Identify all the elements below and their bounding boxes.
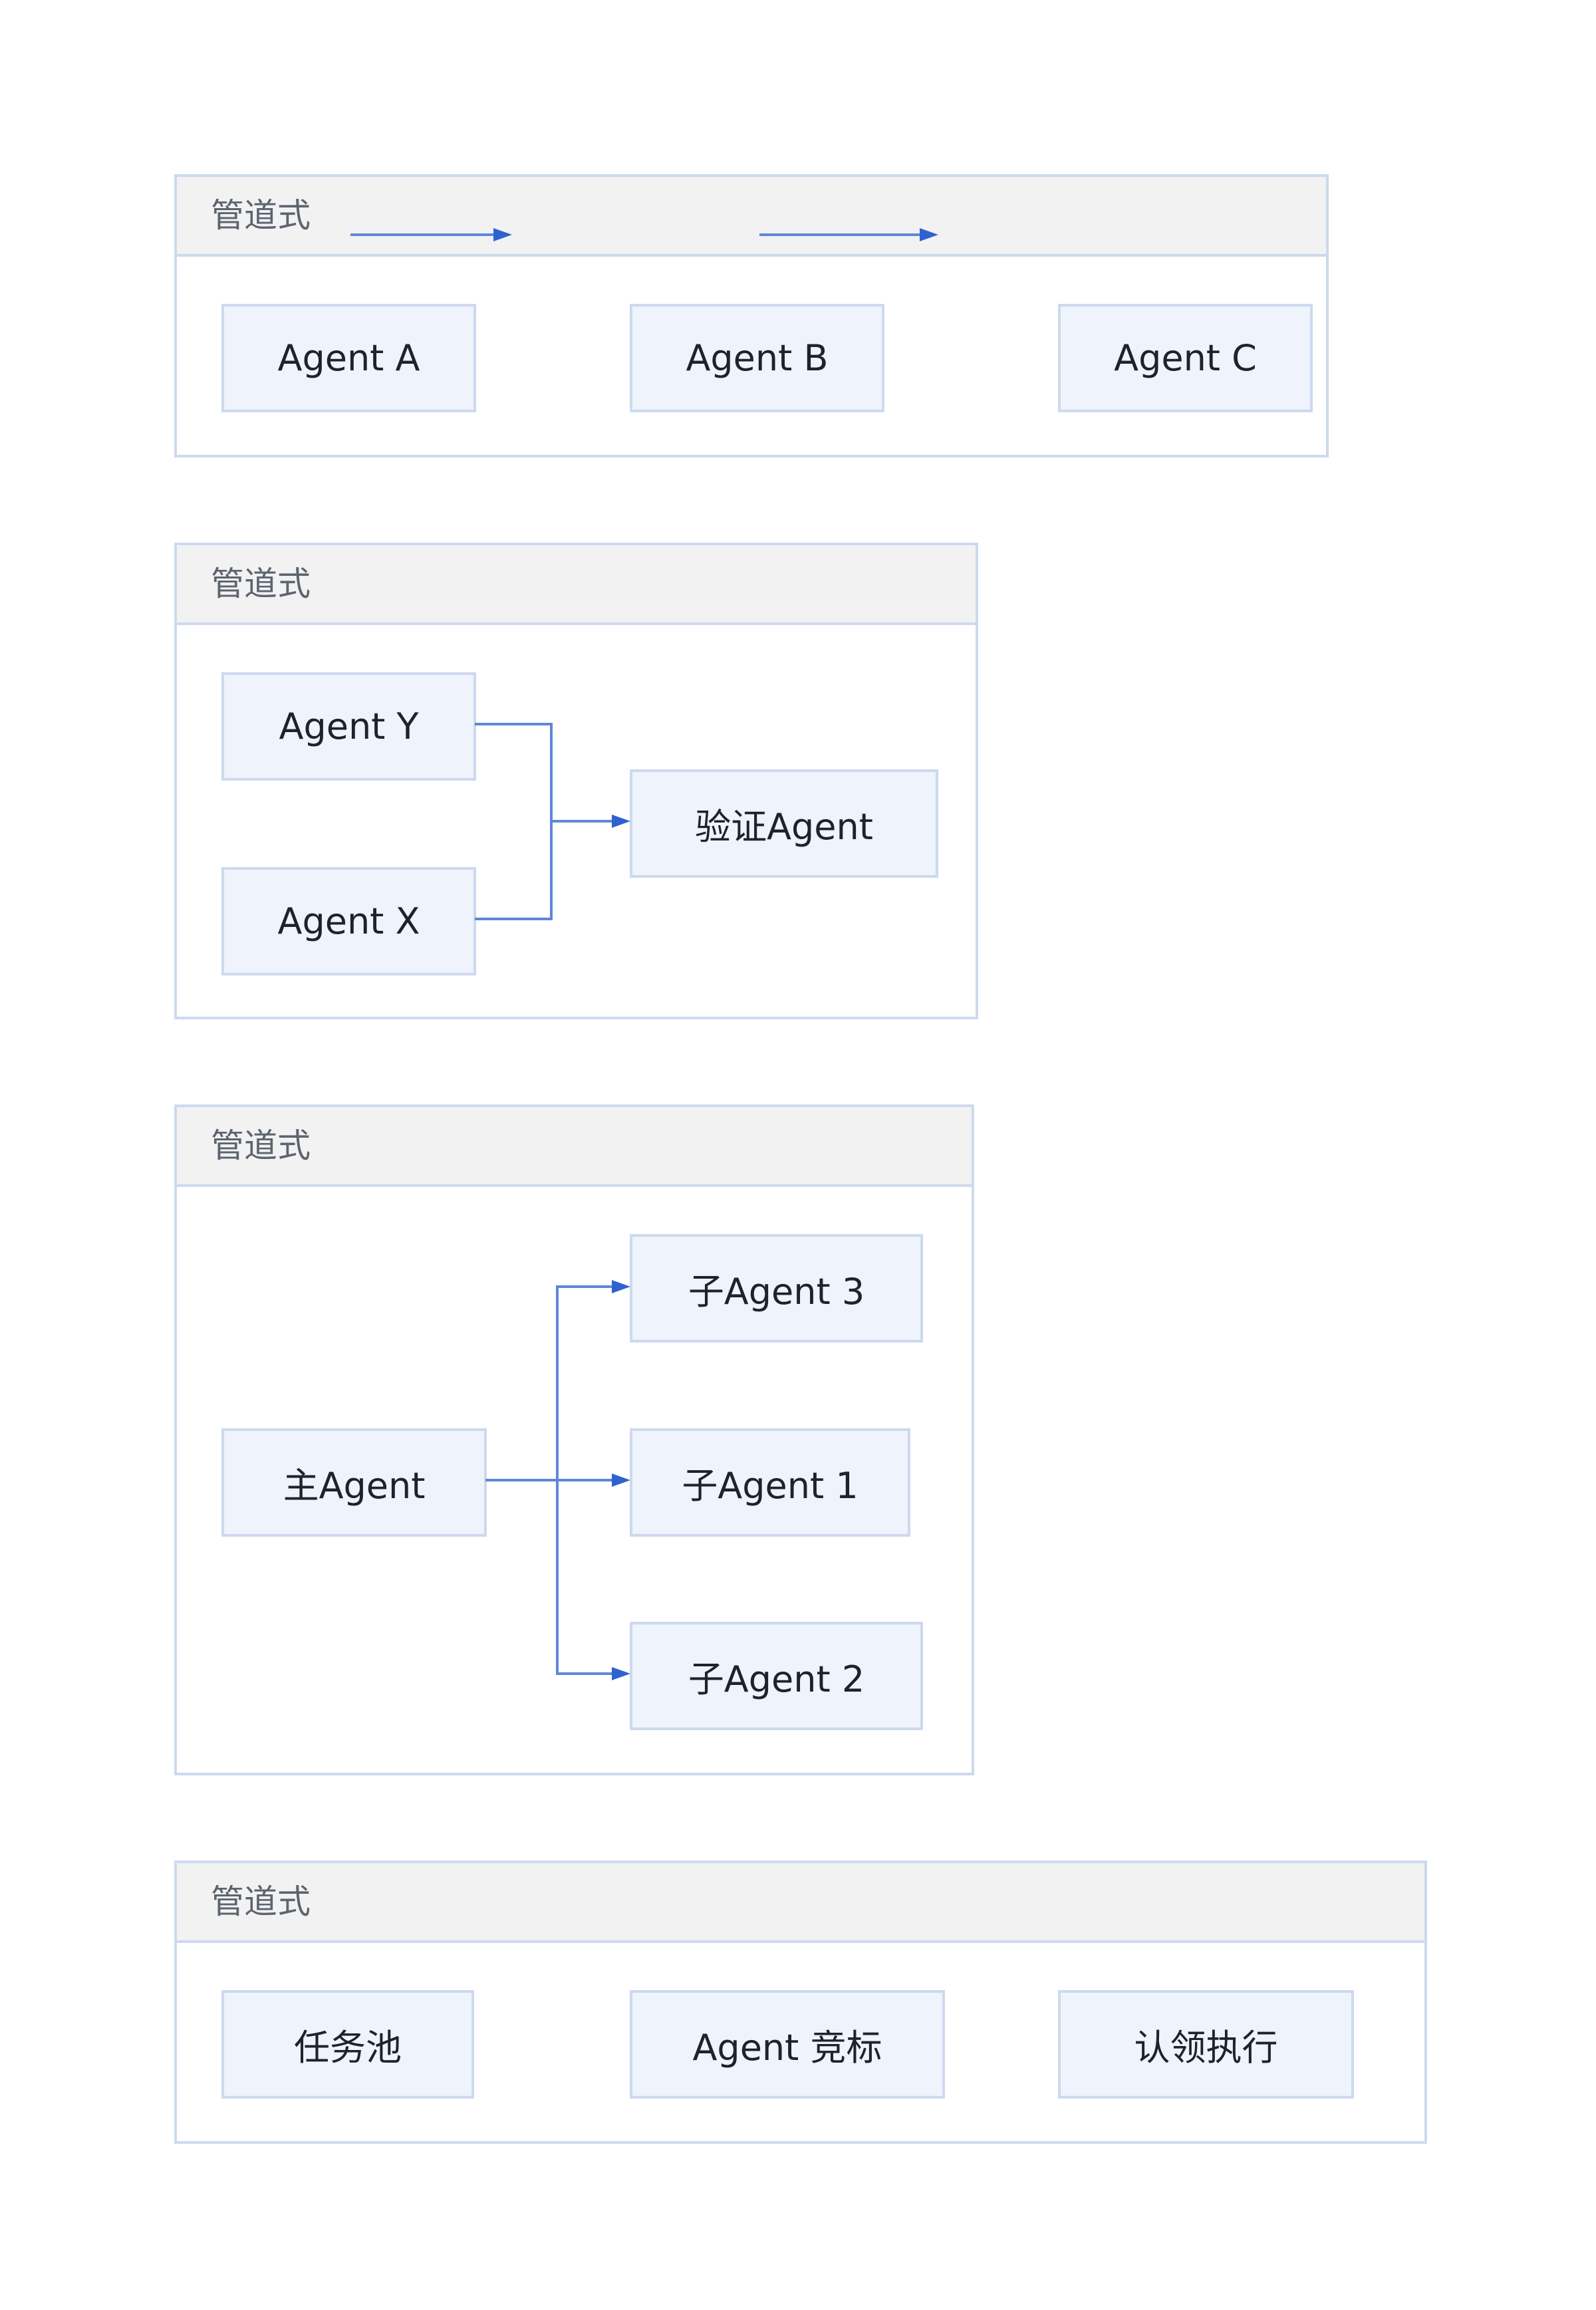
panel-title: 管道式: [211, 1882, 311, 1921]
sub-agent-2-node: 子Agent 2: [630, 1622, 923, 1730]
verification-panel: 管道式 Agent Y Agent X 验证Agent: [174, 543, 978, 1019]
panel-header: 管道式: [177, 1863, 1424, 1943]
panel-title: 管道式: [211, 1126, 311, 1165]
pipeline-panel: 管道式 Agent A Agent B Agent C: [174, 174, 1329, 457]
sub-agent-1-node: 子Agent 1: [630, 1428, 910, 1537]
task-pool-node: 任务池: [221, 1990, 474, 2099]
verify-agent-node: 验证Agent: [630, 769, 938, 878]
panel-header: 管道式: [177, 1107, 972, 1187]
agent-y-node: Agent Y: [221, 672, 476, 781]
agent-b-node: Agent B: [630, 304, 884, 412]
panel-header: 管道式: [177, 177, 1326, 257]
panel-header: 管道式: [177, 545, 976, 625]
panel-title: 管道式: [211, 565, 311, 603]
panel-title: 管道式: [211, 196, 311, 235]
agent-a-node: Agent A: [221, 304, 476, 412]
main-agent-node: 主Agent: [221, 1428, 487, 1537]
sub-agent-3-node: 子Agent 3: [630, 1234, 923, 1343]
agent-bidding-node: Agent 竞标: [630, 1990, 945, 2099]
claim-execute-node: 认领执行: [1058, 1990, 1354, 2099]
task-pool-panel: 管道式 任务池 Agent 竞标 认领执行: [174, 1861, 1427, 2144]
agent-c-node: Agent C: [1058, 304, 1313, 412]
agent-x-node: Agent X: [221, 867, 476, 975]
fanout-panel: 管道式 主Agent 子Agent 3 子Agent 1 子Agent 2: [174, 1104, 974, 1775]
